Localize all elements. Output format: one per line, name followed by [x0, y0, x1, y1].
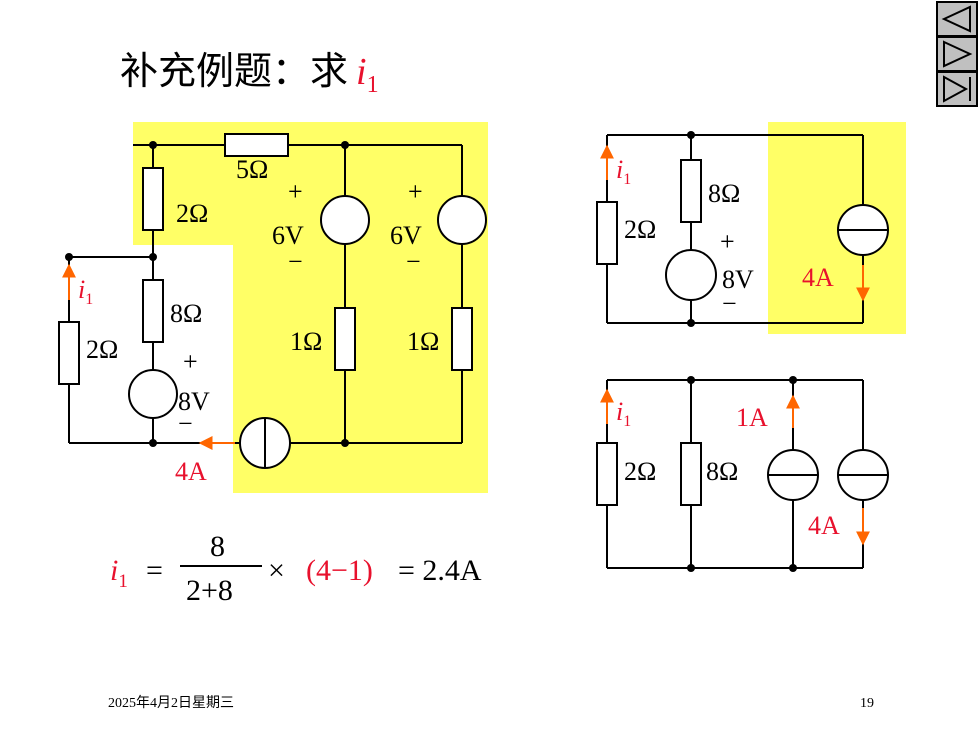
last-slide-icon	[943, 75, 971, 103]
voltage-source-8v	[128, 369, 178, 419]
prev-triangle-icon	[941, 5, 971, 33]
highlight-region	[133, 122, 488, 493]
last-slide-button[interactable]	[936, 71, 978, 107]
label-8v-plus: +	[183, 347, 198, 376]
label-2ohm-left: 2Ω	[86, 335, 118, 364]
label-2ohm-top: 2Ω	[176, 199, 208, 228]
label-6v-right: 6V	[390, 221, 422, 250]
formula-numerator: 8	[210, 530, 225, 563]
label-8v: 8V	[178, 387, 210, 416]
resistor-5ohm	[224, 133, 289, 157]
prev-button[interactable]	[936, 1, 978, 37]
resistor-8ohm	[142, 279, 164, 343]
label-1a-br: 1A	[736, 403, 768, 432]
resistor-1ohm-right	[451, 307, 473, 371]
label-5ohm: 5Ω	[236, 155, 268, 184]
label-8ohm: 8Ω	[170, 299, 202, 328]
formula-denominator: 2+8	[186, 574, 233, 607]
formula-result: = 2.4A	[398, 554, 482, 587]
resistor-8ohm-br	[680, 442, 702, 506]
voltage-source-8v-tr	[665, 249, 717, 301]
label-4a-br: 4A	[808, 511, 840, 540]
label-current-i1-br: i1	[616, 397, 631, 430]
label-4a-source: 4A	[175, 457, 207, 486]
label-8v-plus-tr: +	[720, 227, 735, 256]
label-8ohm-br: 8Ω	[706, 457, 738, 486]
next-button[interactable]	[936, 36, 978, 72]
formula-eq: =	[146, 554, 163, 587]
label-6v-right-minus: −	[406, 247, 421, 276]
formula-paren: (4−1)	[306, 554, 373, 587]
footer-date: 2025年4月2日星期三	[108, 695, 234, 711]
bottom-right-circuit: i1 2Ω 8Ω 1A 4A	[596, 376, 889, 572]
label-8ohm-tr: 8Ω	[708, 179, 740, 208]
top-right-circuit: i1 2Ω 8Ω + 8V − 4A	[596, 122, 906, 334]
resistor-2ohm-left	[58, 321, 80, 385]
resistor-8ohm-tr	[680, 159, 702, 223]
formula-times: ×	[268, 554, 285, 587]
next-triangle-icon	[943, 40, 973, 68]
label-8v-minus-tr: −	[722, 289, 737, 318]
resistor-2ohm-tr	[596, 201, 618, 265]
label-6v-mid: 6V	[272, 221, 304, 250]
resistor-2ohm-top	[142, 167, 164, 231]
label-2ohm-tr: 2Ω	[624, 215, 656, 244]
label-8v-minus: −	[178, 409, 193, 438]
label-8v-tr: 8V	[722, 265, 754, 294]
nav-controls	[936, 1, 978, 107]
page-number: 19	[860, 696, 874, 711]
label-2ohm-br: 2Ω	[624, 457, 656, 486]
main-circuit: 5Ω 2Ω + 6V − + 6V − 1Ω 1Ω 8Ω + 8V − 2Ω i…	[58, 122, 488, 493]
formula-lhs: i1	[110, 554, 128, 592]
voltage-source-6v-mid	[320, 195, 370, 245]
label-current-i1-tr: i1	[616, 155, 631, 188]
label-1ohm-right: 1Ω	[407, 327, 439, 356]
resistor-1ohm-mid	[334, 307, 356, 371]
label-6v-mid-minus: −	[288, 247, 303, 276]
formula: i1 = 8 2+8 × (4−1) = 2.4A	[110, 530, 482, 607]
label-6v-mid-plus: +	[288, 177, 303, 206]
label-6v-right-plus: +	[408, 177, 423, 206]
label-current-i1: i1	[78, 275, 93, 308]
resistor-2ohm-br	[596, 442, 618, 506]
voltage-source-6v-right	[437, 195, 487, 245]
label-4a-tr: 4A	[802, 263, 834, 292]
label-1ohm-mid: 1Ω	[290, 327, 322, 356]
